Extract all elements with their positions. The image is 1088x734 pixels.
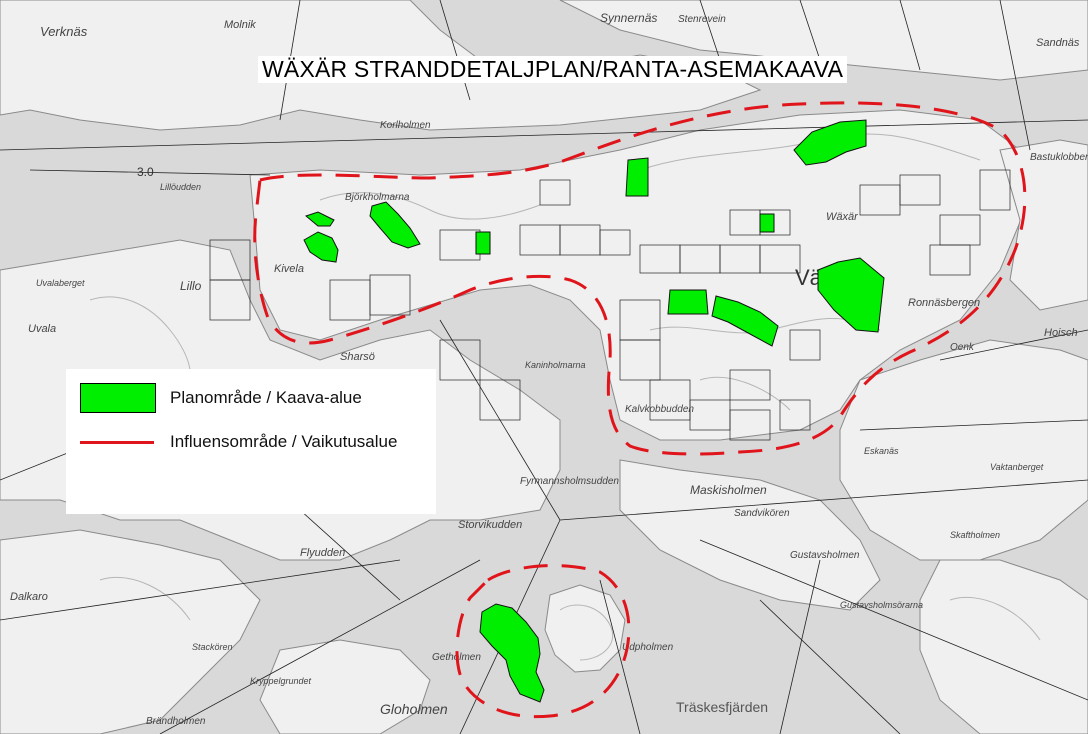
label-verknas: Verknäs xyxy=(40,24,88,39)
plan-area-bjorkholmarna-b[interactable] xyxy=(304,211,335,227)
legend-plan-area-label: Planområde / Kaava-alue xyxy=(170,388,362,407)
plan-area-small-west[interactable] xyxy=(475,231,491,255)
label-bjorkholmarna: Björkholmarna xyxy=(345,192,410,203)
label-udpholmen: Udpholmen xyxy=(622,642,674,653)
label-oenk: Oenk xyxy=(950,342,975,353)
legend-plan-area-swatch xyxy=(80,383,156,413)
map-legend: Planområde / Kaava-alue Influensområde /… xyxy=(66,369,436,514)
label-gustavsholmen: Gustavsholmen xyxy=(790,550,860,561)
legend-influence-area-swatch xyxy=(80,441,154,444)
influence-boundary-south[interactable] xyxy=(455,564,631,719)
place-labels: Synnernäs Stenrevein Verknäs Molnik Sand… xyxy=(10,11,1088,727)
legend-row-plan-area: Planområde / Kaava-alue xyxy=(66,383,436,419)
label-bastuklobben: Bastuklobben xyxy=(1030,152,1088,163)
label-dalkaro: Dalkaro xyxy=(10,591,48,603)
label-brandholmen: Brändholmen xyxy=(146,716,206,727)
label-kalvkobbudden: Kalvkobbudden xyxy=(625,404,694,415)
label-synnernas: Synnernäs xyxy=(600,11,657,25)
influence-boundaries[interactable] xyxy=(253,101,1027,719)
map-title: WÄXÄR STRANDDETALJPLAN/RANTA-ASEMAKAAVA xyxy=(258,56,848,83)
influence-boundary-main[interactable] xyxy=(253,101,1027,456)
label-hoisch: Hoisch xyxy=(1044,327,1078,339)
label-maskisholmen: Maskisholmen xyxy=(690,483,767,497)
label-sharso: Sharsö xyxy=(340,351,375,363)
label-vaktanberget: Vaktanberget xyxy=(990,462,1044,472)
label-flyudden: Flyudden xyxy=(300,547,345,559)
label-stackoren: Stackören xyxy=(192,642,233,652)
label-korlholmen: Korlholmen xyxy=(380,120,431,131)
label-ronnasbergen: Ronnäsbergen xyxy=(908,297,980,309)
legend-influence-area-label: Influensområde / Vaikutusalue xyxy=(170,432,398,451)
legend-row-influence-area: Influensområde / Vaikutusalue xyxy=(66,427,436,463)
label-fyrmannsholmsudden: Fyrmannsholmsudden xyxy=(520,476,619,487)
plan-area-bjorkholmarna-a[interactable] xyxy=(369,201,421,249)
plan-area-center-a[interactable] xyxy=(667,289,709,315)
label-stenrevein: Stenrevein xyxy=(678,14,726,25)
label-skaftholmen: Skaftholmen xyxy=(950,530,1000,540)
label-kaninholmarna: Kaninholmarna xyxy=(525,360,586,370)
label-uvala: Uvala xyxy=(28,323,56,335)
label-gloholmen: Gloholmen xyxy=(380,701,448,717)
label-sandnas: Sandnäs xyxy=(1036,37,1080,49)
plan-area-pier[interactable] xyxy=(625,157,649,197)
label-waxar: Wäxär xyxy=(826,211,859,223)
label-gustavsholmsorarna: Gustavsholmsörarna xyxy=(840,600,923,610)
label-kivela: Kivela xyxy=(274,263,304,275)
label-lilloudden: Lillöudden xyxy=(160,182,201,192)
label-uvalaberget: Uvalaberget xyxy=(36,278,85,288)
label-grid: 3.0 xyxy=(137,165,154,179)
plan-area-center-b[interactable] xyxy=(711,295,779,347)
plan-area-getholmen[interactable] xyxy=(479,603,545,703)
plan-area-small-east[interactable] xyxy=(759,213,775,233)
label-sandvikoren: Sandvikören xyxy=(734,508,790,519)
parcel-grid xyxy=(209,169,1011,441)
label-molnik: Molnik xyxy=(224,19,256,31)
plan-area-vax[interactable] xyxy=(817,257,885,333)
label-storvikudden: Storvikudden xyxy=(458,519,522,531)
label-eskanas: Eskanäs xyxy=(864,446,899,456)
plan-areas[interactable] xyxy=(303,119,885,703)
label-lillo: Lillo xyxy=(180,279,202,293)
plan-area-north[interactable] xyxy=(793,119,867,166)
label-traskesfjarden: Träskesfjärden xyxy=(676,699,768,715)
label-kryppelgrundet: Kryppelgrundet xyxy=(250,676,312,686)
plan-area-bjorkholmarna-c[interactable] xyxy=(303,231,339,263)
